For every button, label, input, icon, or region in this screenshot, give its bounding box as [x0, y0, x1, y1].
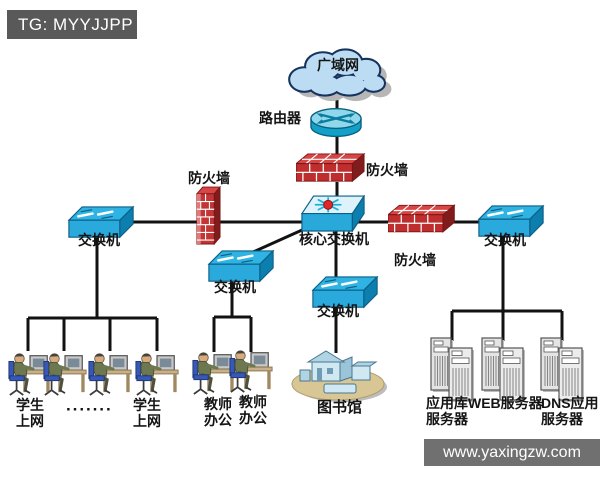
firewall-right-label: 防火墙 [394, 252, 436, 268]
switch-mid-label: 交换机 [317, 303, 359, 319]
student-pc-icon [134, 345, 180, 399]
telegram-watermark: TG: MYYJJPP [7, 10, 137, 39]
firewall-top-icon [296, 152, 370, 185]
wan-label: 广域网 [317, 57, 359, 73]
student-group-label: 学生 上网 [16, 397, 44, 429]
student-pc-icon [42, 345, 88, 399]
firewall-top-label: 防火墙 [366, 162, 408, 178]
switch-left-label: 交换机 [78, 232, 120, 248]
server-icon [479, 336, 527, 402]
core-switch-icon [300, 195, 366, 234]
server-label: 应用库 服务器 [426, 395, 468, 427]
library-label: 图书馆 [317, 399, 363, 416]
website-watermark: www.yaxingzw.com [424, 439, 600, 466]
student-pc-icon [87, 345, 133, 399]
student-group-label: 学生 上网 [133, 397, 161, 429]
ellipsis-label: ······· [66, 400, 113, 419]
server-icon [538, 336, 586, 402]
server-label: DNS应用 服务器 [541, 395, 599, 427]
router-label: 路由器 [259, 110, 301, 126]
firewall-right-icon [388, 203, 460, 236]
firewall-left-label: 防火墙 [188, 170, 230, 186]
firewall-left-icon [194, 186, 221, 246]
server-label: WEB服务器 [468, 395, 543, 411]
teacher-pc-icon [228, 342, 274, 396]
router-icon [305, 106, 367, 140]
teacher-group-label: 教师 办公 [204, 396, 232, 428]
switch-right-label: 交换机 [484, 232, 526, 248]
teacher-group-label: 教师 办公 [239, 394, 267, 426]
switch-mid-left-label: 交换机 [214, 279, 256, 295]
library-icon [290, 346, 388, 404]
core-switch-label: 核心交换机 [299, 231, 369, 247]
server-icon [428, 336, 476, 402]
